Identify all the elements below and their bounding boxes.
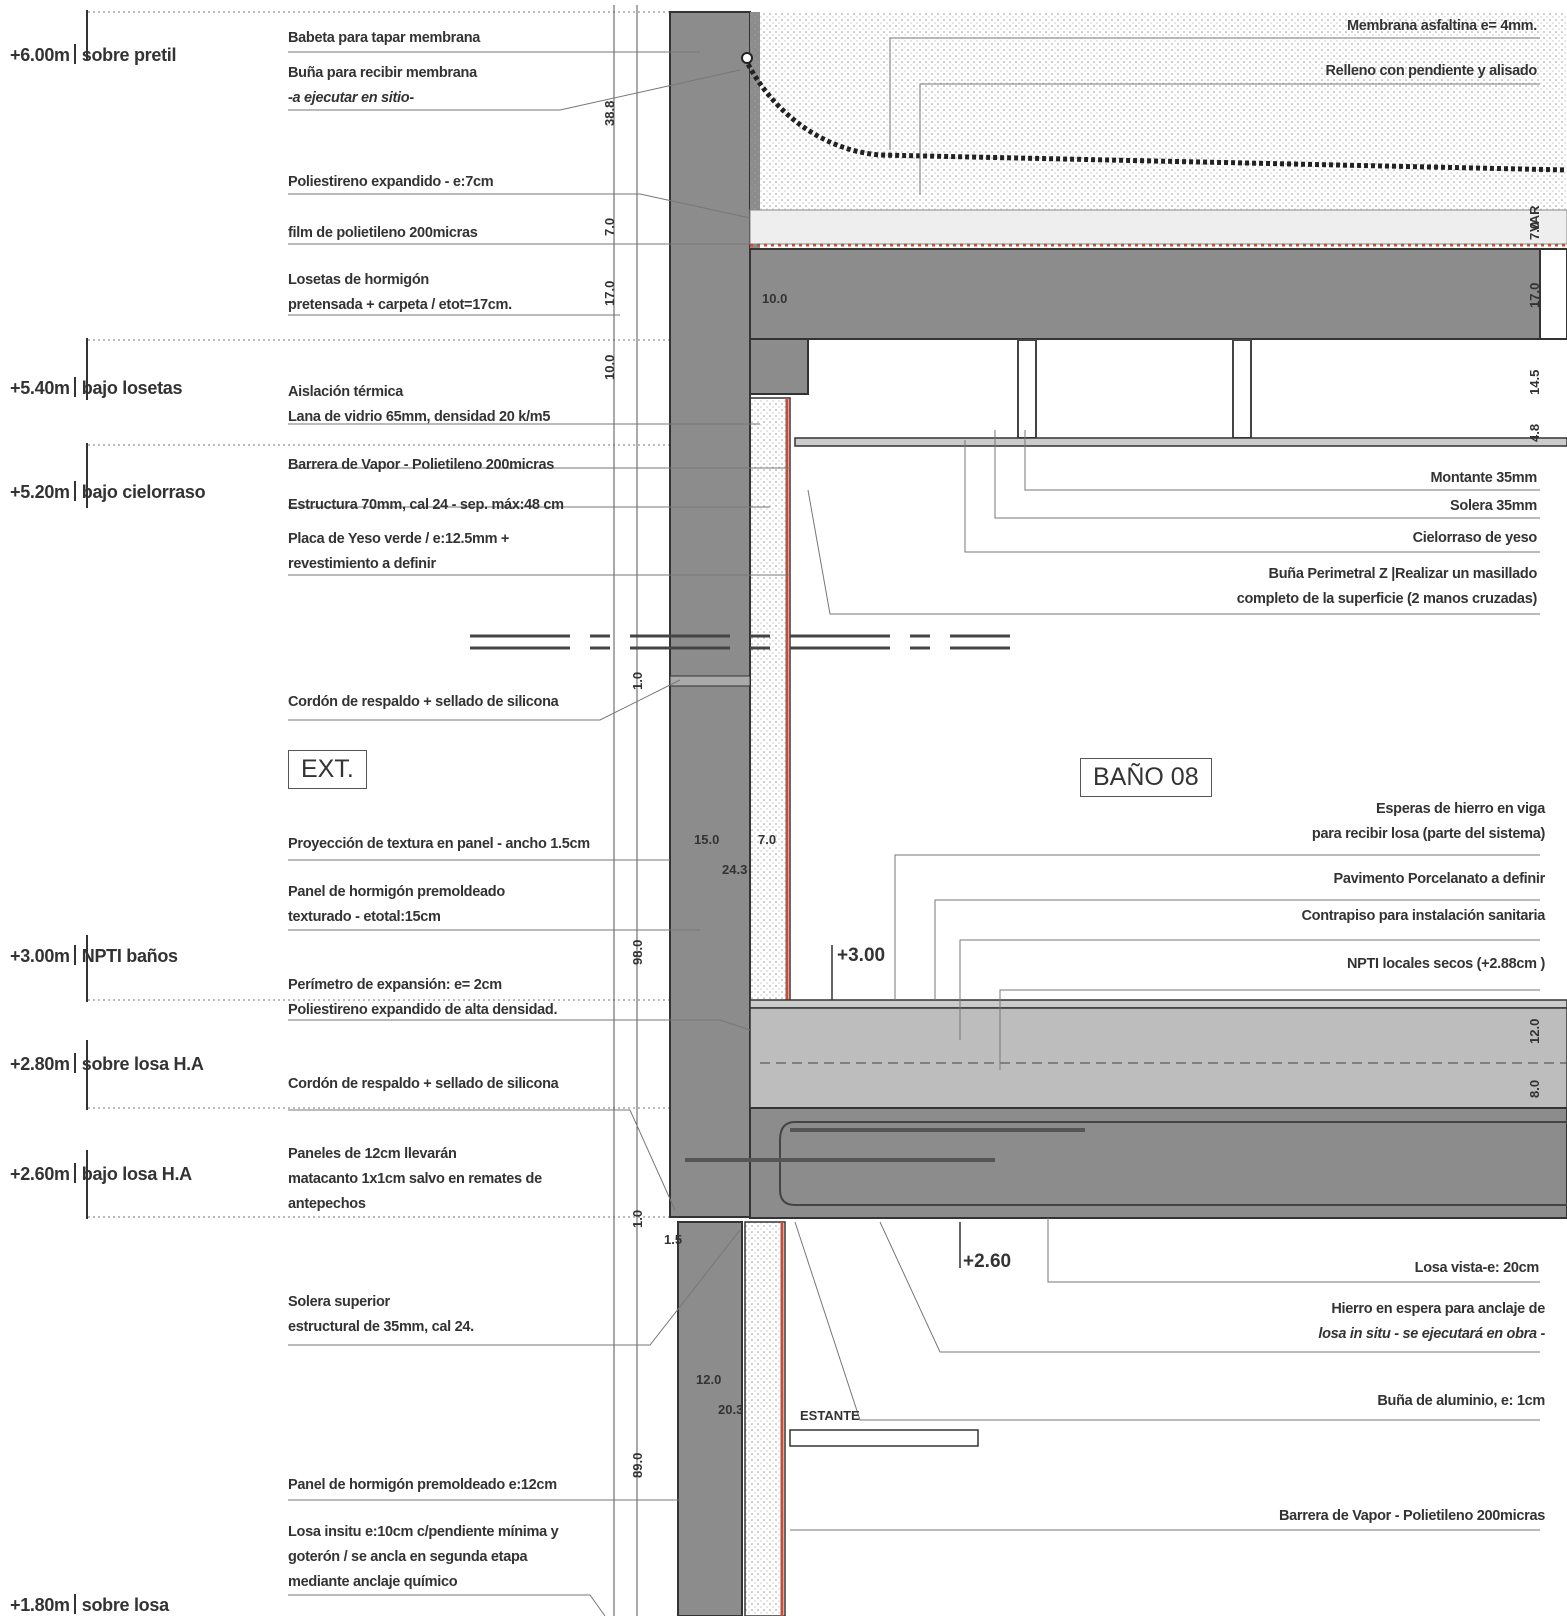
interior-stud-upper xyxy=(749,397,791,1009)
note-film: film de polietileno 200micras xyxy=(288,225,478,241)
note-pavimento: Pavimento Porcelanato a definir xyxy=(1333,871,1546,887)
dim-beam-drop: 10.0 xyxy=(602,354,617,380)
note-barrera-vapor: Barrera de Vapor - Polietileno 200micras xyxy=(288,457,555,473)
note-barrera-vapor-lower: Barrera de Vapor - Polietileno 200micras xyxy=(1278,1508,1545,1524)
floor-screed xyxy=(749,999,1567,1009)
interior-stud-lower xyxy=(744,1221,786,1616)
note-cielorraso: Cielorraso de yeso xyxy=(1412,530,1538,546)
membrane-groove xyxy=(741,52,753,64)
rebar-bar-1 xyxy=(790,1128,1085,1132)
dim-ceiling-depth: 4.8 xyxy=(1527,423,1542,442)
dim-stud-width: 7.0 xyxy=(758,832,777,847)
dim-total-width: 24.3 xyxy=(722,862,748,877)
room-tag-bathroom: BAÑO 08 xyxy=(1080,758,1212,797)
joint-band xyxy=(669,675,751,687)
note-montante: Montante 35mm xyxy=(1430,470,1538,486)
dim-lower-panel: 12.0 xyxy=(696,1372,722,1387)
leader-lines-left xyxy=(288,51,790,1616)
note-membrana: Membrana asfaltina e= 4mm. xyxy=(1346,18,1537,34)
note-solera: Solera 35mm xyxy=(1450,498,1537,514)
ceiling-board xyxy=(794,437,1567,447)
roof-fill-layer xyxy=(750,12,1567,244)
note-cordon-lower: Cordón de respaldo + sellado de silicona xyxy=(288,1076,559,1092)
elevation-mark-upper: +3.00 xyxy=(837,945,886,966)
note-estructura: Estructura 70mm, cal 24 - sep. máx:48 cm xyxy=(288,497,564,513)
dim-floor-bottom: 8.0 xyxy=(1527,1079,1542,1098)
note-proyeccion: Proyección de textura en panel - ancho 1… xyxy=(288,836,590,852)
dim-slab: 17.0 xyxy=(602,280,617,306)
note-poliestireno: Poliestireno expandido - e:7cm xyxy=(288,174,494,190)
rebar-bar-2 xyxy=(685,1158,995,1162)
dimension-lines xyxy=(613,5,638,1616)
upper-precast-panel xyxy=(669,11,751,1218)
rebar-loop xyxy=(779,1121,1567,1206)
asphalt-membrane xyxy=(742,56,1567,173)
floor-contrapiso xyxy=(749,1007,1567,1109)
ceiling-hangers xyxy=(1017,339,1252,439)
dim-slab-thickness: 10.0 xyxy=(762,291,788,306)
dim-ledge: 1.5 xyxy=(664,1232,683,1247)
leader-lines-right xyxy=(790,37,1540,1531)
note-buna-aluminio: Buña de aluminio, e: 1cm xyxy=(1377,1393,1545,1409)
note-cordon-upper: Cordón de respaldo + sellado de silicona xyxy=(288,694,559,710)
note-contrapiso: Contrapiso para instalación sanitaria xyxy=(1301,908,1545,924)
beam-drop xyxy=(749,338,809,395)
dim-right-slab: 17.0 xyxy=(1527,282,1542,308)
note-panel-12cm: Panel de hormigón premoldeado e:12cm xyxy=(288,1477,557,1493)
break-line xyxy=(470,634,1010,650)
concrete-slab xyxy=(749,1107,1567,1219)
dim-panel-width: 15.0 xyxy=(694,832,720,847)
dim-floor-top: 12.0 xyxy=(1527,1018,1542,1044)
roof-slab xyxy=(749,248,1541,340)
note-babeta: Babeta para tapar membrana xyxy=(288,30,481,46)
dim-lower-wall: 89.0 xyxy=(630,1452,645,1478)
roof-insulation xyxy=(749,209,1567,245)
dim-parapet: 38.8 xyxy=(602,100,617,126)
shelf xyxy=(789,1429,979,1447)
note-buna-membrana: Buña para recibir membrana-a ejecutar en… xyxy=(288,65,477,106)
dim-lower-total: 20.3 xyxy=(718,1402,744,1417)
dim-wall-height: 98.0 xyxy=(630,939,645,965)
dim-insulation: 7.0 xyxy=(602,217,617,236)
note-npti-locales: NPTI locales secos (+2.88cm ) xyxy=(1346,956,1545,972)
dim-ceiling-gap: 14.5 xyxy=(1527,369,1542,395)
lower-precast-panel xyxy=(677,1221,743,1616)
note-placa-yeso: Placa de Yeso verde / e:12.5mm +revestim… xyxy=(288,531,510,572)
level-reference-lines xyxy=(88,11,720,1218)
roof-slab-end xyxy=(1539,248,1567,340)
note-relleno: Relleno con pendiente y alisado xyxy=(1325,63,1538,79)
elevation-mark-lower: +2.60 xyxy=(963,1251,1012,1272)
room-tag-exterior: EXT. xyxy=(288,750,367,789)
dim-right-ins: 7.0 xyxy=(1527,221,1542,240)
note-buna-perimetral: Buña Perimetral Z |Realizar un masillado… xyxy=(1236,566,1538,607)
shelf-label: ESTANTE xyxy=(800,1408,860,1423)
note-losa-vista: Losa vista-e: 20cm xyxy=(1414,1260,1540,1276)
dim-joint-lower: 1.0 xyxy=(630,1209,645,1228)
dim-joint-upper: 1.0 xyxy=(630,671,645,690)
elevation-markers xyxy=(831,945,961,1268)
